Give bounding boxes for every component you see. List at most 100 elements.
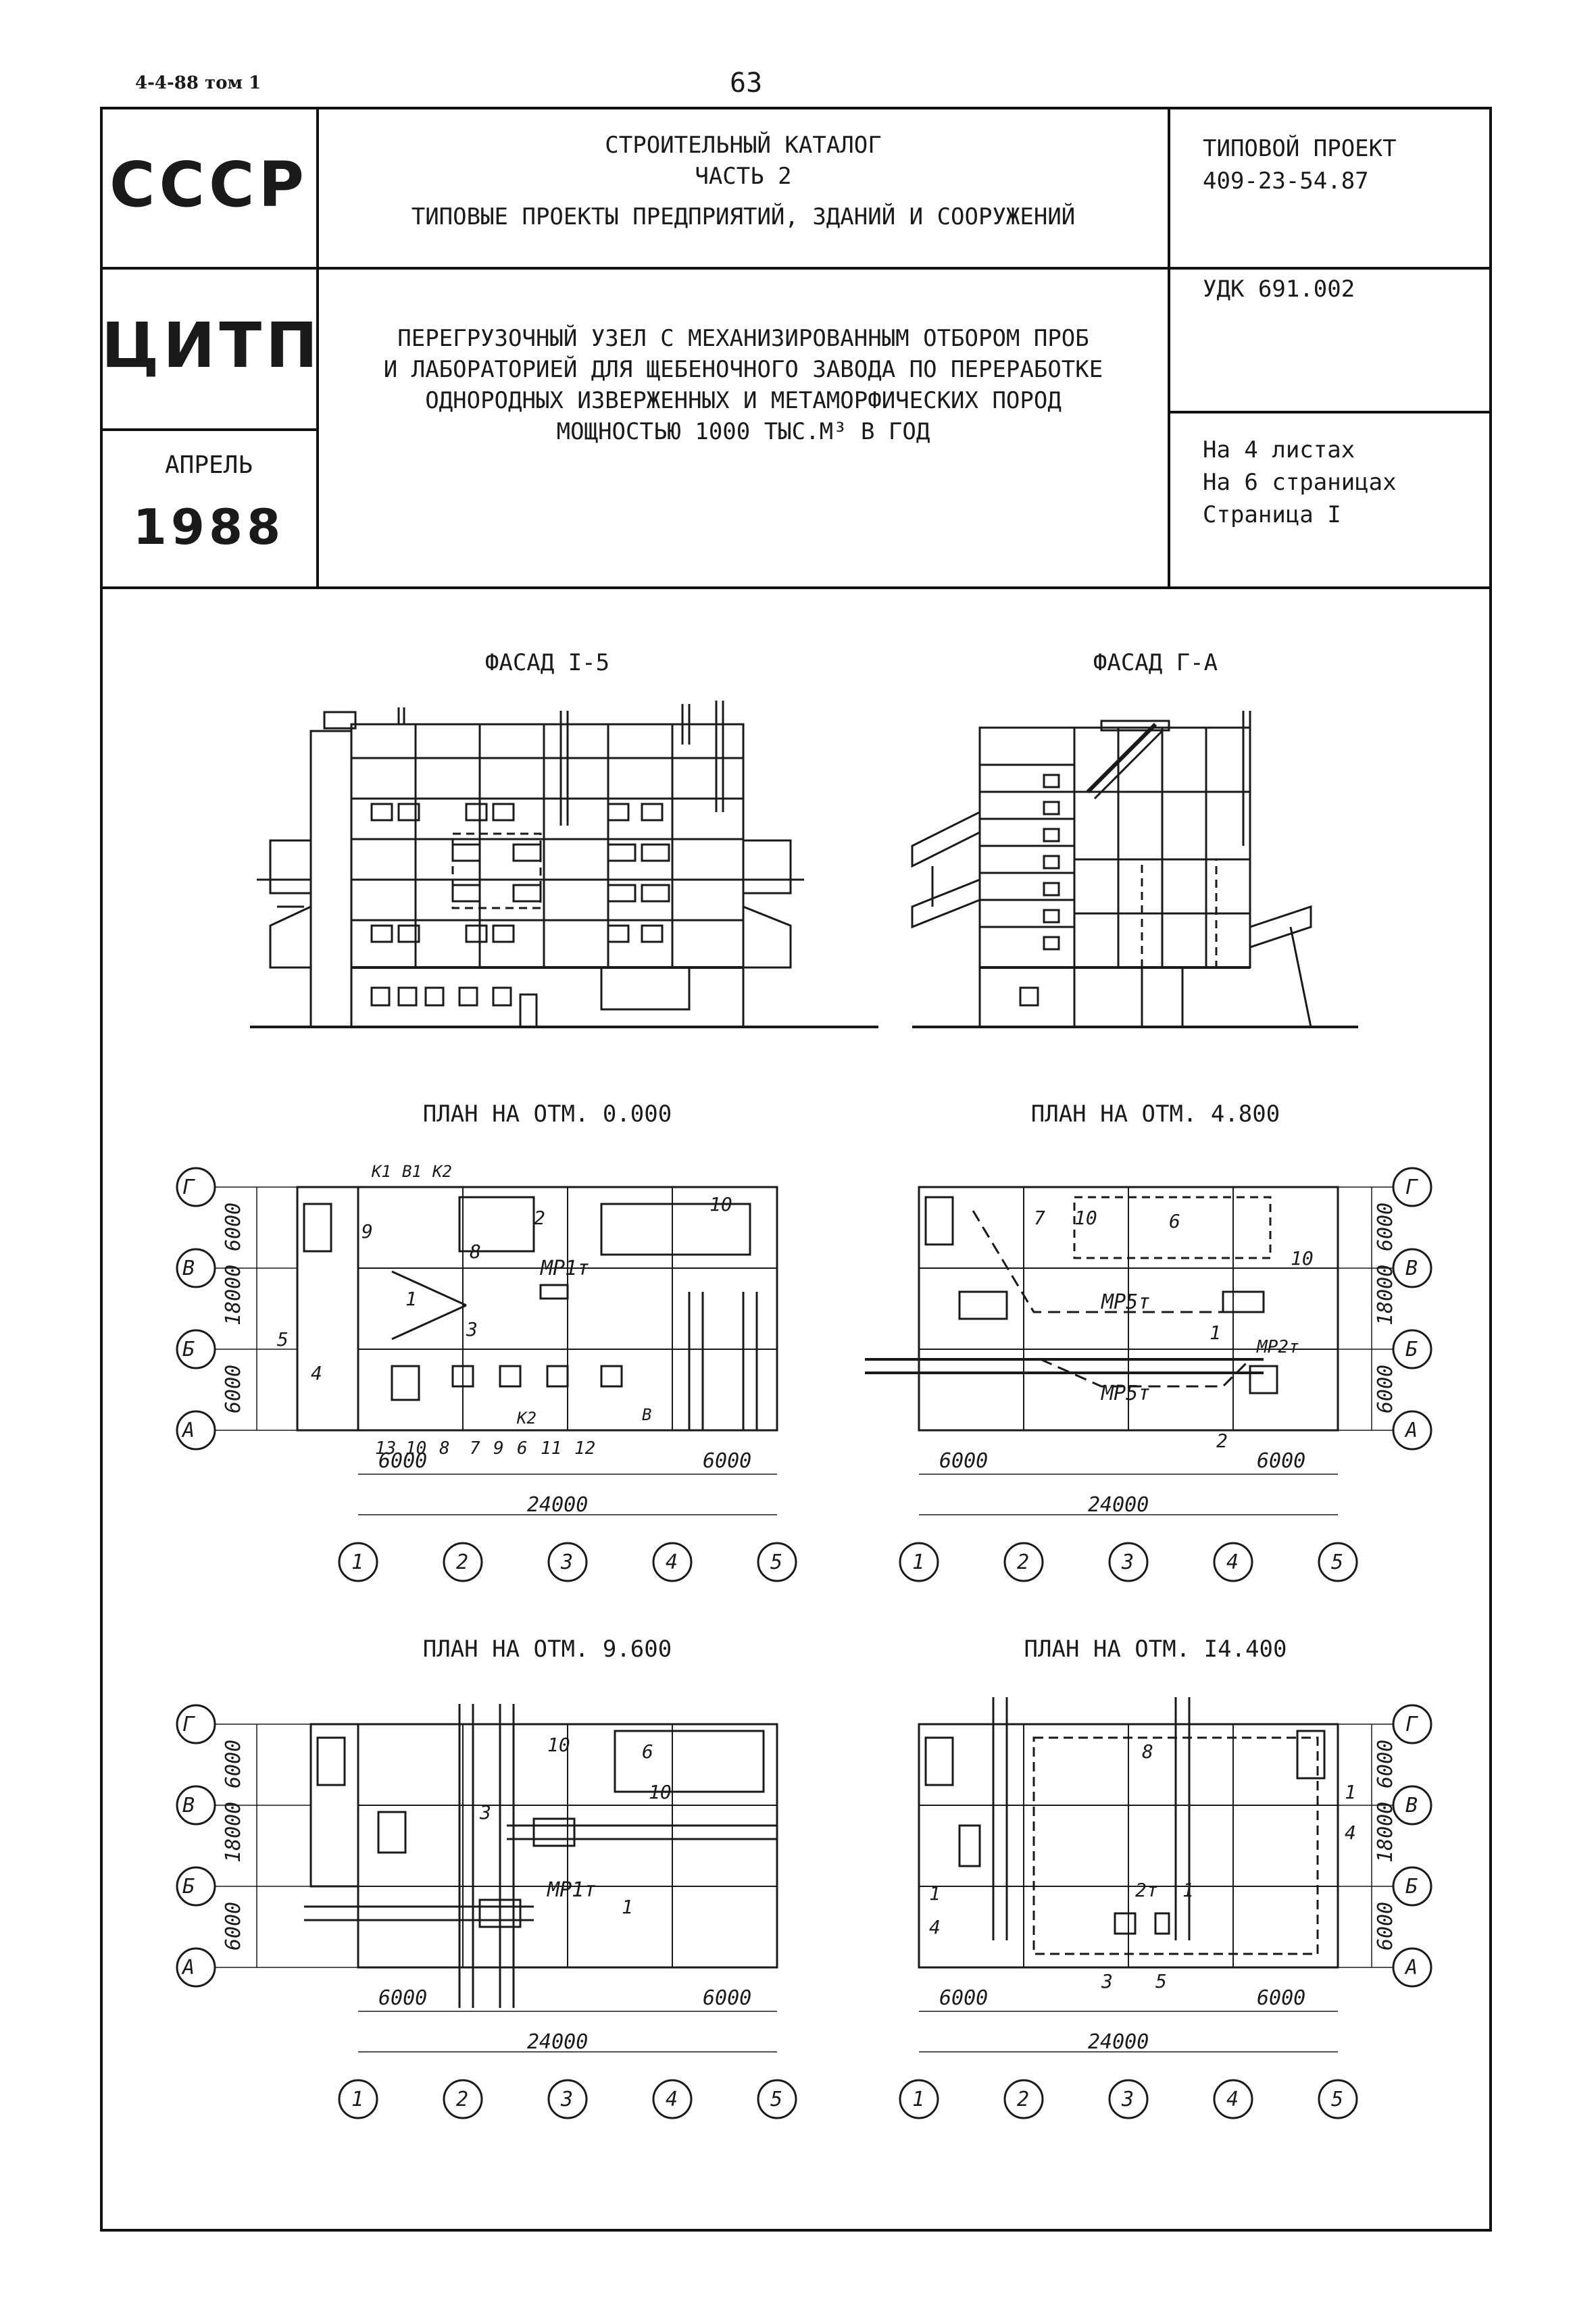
facade2-drawing	[911, 711, 1358, 1028]
plan1-room-9: 9	[361, 1220, 373, 1242]
plan2-axis-v: В	[1405, 1257, 1418, 1280]
sheet-count: На 4 листах	[1203, 436, 1355, 463]
title-line-3: ОДНОРОДНЫХ ИЗВЕРЖЕННЫХ И МЕТАМОРФИЧЕСКИХ…	[425, 387, 1062, 414]
plan4-dim-bottom: 6000	[1374, 1902, 1397, 1951]
plan2-axis-3: 3	[1121, 1551, 1134, 1574]
plan1-label-k1: К1	[371, 1162, 391, 1181]
plan1-label-k2-bottom: К2	[516, 1409, 537, 1428]
plan4-axis-2: 2	[1017, 2088, 1029, 2111]
project-number: 409-23-54.87	[1203, 168, 1369, 195]
catalog-line-1: СТРОИТЕЛЬНЫЙ КАТАЛОГ	[605, 132, 882, 159]
plan3-axis-2: 2	[456, 2088, 468, 2111]
project-label: ТИПОВОЙ ПРОЕКТ	[1203, 135, 1397, 162]
plan1-label-mp1t: МР1т	[540, 1257, 589, 1280]
plan1-room-2: 2	[534, 1207, 545, 1229]
plan2-room-6: 6	[1169, 1210, 1180, 1232]
plan3-dim-right: 6000	[703, 1986, 751, 2010]
project-info: ТИПОВОЙ ПРОЕКТ 409-23-54.87	[1203, 132, 1487, 197]
plan1-dimensions: Г В Б А 1 2 3 4 5 6000 6000 24000 18000 …	[181, 1162, 782, 1574]
plan2-axis-4: 4	[1226, 1551, 1239, 1574]
sheet-info: На 4 листах На 6 страницах Страница I	[1203, 434, 1487, 531]
plan1-axis-b: Б	[182, 1338, 195, 1361]
year-label: 1988	[132, 499, 285, 555]
plan3-room-6: 6	[642, 1740, 653, 1763]
plan1-axis-a: А	[181, 1419, 195, 1442]
page-count: На 6 страницах	[1203, 469, 1397, 496]
plan4-axis-1: 1	[912, 2088, 924, 2111]
plan1-axis-v: В	[182, 1257, 195, 1280]
plan2-label-2: 2	[1216, 1430, 1228, 1452]
title-line-4: МОЩНОСТЬЮ 1000 ТЫС.М³ В ГОД	[556, 418, 930, 445]
plan2-dimensions: Г В Б А 1 2 3 4 5 6000 6000 24000 18000 …	[912, 1176, 1418, 1574]
plan1-room-3: 3	[466, 1318, 478, 1340]
plan4-axis-a: А	[1404, 1956, 1418, 1980]
plan2-axis-2: 2	[1017, 1551, 1029, 1574]
plan3-dimensions: Г В Б А 1 2 3 4 5 6000 6000 24000 18000 …	[181, 1713, 782, 2111]
catalog-title: СТРОИТЕЛЬНЫЙ КАТАЛОГ ЧАСТЬ 2 ТИПОВЫЕ ПРО…	[319, 130, 1168, 232]
org-label: ЦИТП	[101, 309, 322, 382]
plan3-axis-5: 5	[770, 2088, 782, 2111]
plan2-label-mp2t: МР2т	[1256, 1337, 1299, 1357]
plan3-label-mp1t: МР1т	[547, 1878, 596, 1902]
plan3-dim-left: 6000	[378, 1986, 427, 2010]
plan3-dim-total: 24000	[527, 2030, 588, 2054]
plan4-room-1: 1	[1182, 1879, 1194, 1901]
plan2-axis-g: Г	[1405, 1176, 1418, 1199]
plan4-axis-g: Г	[1405, 1713, 1418, 1736]
plan2-dim-bottom: 6000	[1374, 1365, 1397, 1413]
plan2-drawing	[865, 1167, 1432, 1582]
catalog-line-3: ТИПОВЫЕ ПРОЕКТЫ ПРЕДПРИЯТИЙ, ЗДАНИЙ И СО…	[411, 203, 1076, 230]
plan1-drawing	[176, 1167, 797, 1582]
plan2-dim-left: 6000	[939, 1449, 988, 1473]
plan2-room-1: 1	[1210, 1322, 1221, 1344]
plan4-axis-3: 3	[1121, 2088, 1134, 2111]
plan1-room-8: 8	[470, 1240, 481, 1263]
plan1-axis-2: 2	[456, 1551, 468, 1574]
plan1-label-6: 6	[517, 1438, 528, 1459]
plan1-label-v: В	[642, 1405, 651, 1424]
plan1-label-8: 8	[439, 1438, 450, 1459]
plan3-axis-4: 4	[666, 2088, 678, 2111]
plan3-dim-top: 6000	[222, 1740, 245, 1788]
plan3-title: ПЛАН НА ОТМ. 9.600	[423, 1636, 672, 1663]
plan1-label-v1: В1	[402, 1162, 422, 1181]
plan3-axis-g: Г	[182, 1713, 195, 1736]
plan1-label-k2: К2	[432, 1162, 452, 1181]
plan1-room-5: 5	[277, 1328, 289, 1351]
plan1-axis-3: 3	[560, 1551, 573, 1574]
plan2-dim-total: 24000	[1088, 1493, 1149, 1517]
plan1-room-1: 1	[405, 1288, 417, 1310]
plan2-title: ПЛАН НА ОТМ. 4.800	[1031, 1101, 1280, 1128]
plan2-axis-1: 1	[912, 1551, 924, 1574]
plan4-drawing	[899, 1697, 1432, 2119]
header-divider-right	[1169, 411, 1492, 413]
plan1-axis-g: Г	[182, 1176, 195, 1199]
facade1-drawing	[250, 701, 878, 1028]
plan4-label-1a: 1	[1345, 1781, 1356, 1803]
plan1-label-12: 12	[574, 1438, 595, 1459]
plan2-dim-top: 6000	[1374, 1203, 1397, 1251]
facade1-title: ФАСАД I-5	[485, 649, 609, 676]
plan3-room-10b: 10	[649, 1781, 672, 1803]
plan1-dim-top: 6000	[222, 1203, 245, 1251]
plan1-label-13: 13	[375, 1438, 396, 1459]
plan4-label-5: 5	[1155, 1970, 1167, 1992]
catalog-line-2: ЧАСТЬ 2	[695, 163, 792, 190]
page-number: 63	[730, 68, 763, 99]
plan1-axis-5: 5	[770, 1551, 782, 1574]
month-label: АПРЕЛЬ	[164, 451, 253, 479]
plan1-label-7: 7	[470, 1438, 480, 1459]
plan4-title: ПЛАН НА ОТМ. I4.400	[1024, 1636, 1287, 1663]
plan4-label-4a: 4	[1345, 1821, 1356, 1844]
plan3-axis-1: 1	[351, 2088, 364, 2111]
plan4-axis-v: В	[1405, 1794, 1418, 1817]
plan4-room-8: 8	[1142, 1740, 1153, 1763]
plan2-room-10b: 10	[1291, 1247, 1314, 1269]
plan4-dim-left: 6000	[939, 1986, 988, 2010]
current-page: Страница I	[1203, 501, 1341, 528]
plan3-axis-a: А	[181, 1956, 195, 1980]
plan3-room-3: 3	[479, 1801, 491, 1823]
header-divider-1	[100, 267, 1492, 270]
header-divider-left	[100, 428, 318, 431]
plan2-dim-right: 6000	[1257, 1449, 1305, 1473]
